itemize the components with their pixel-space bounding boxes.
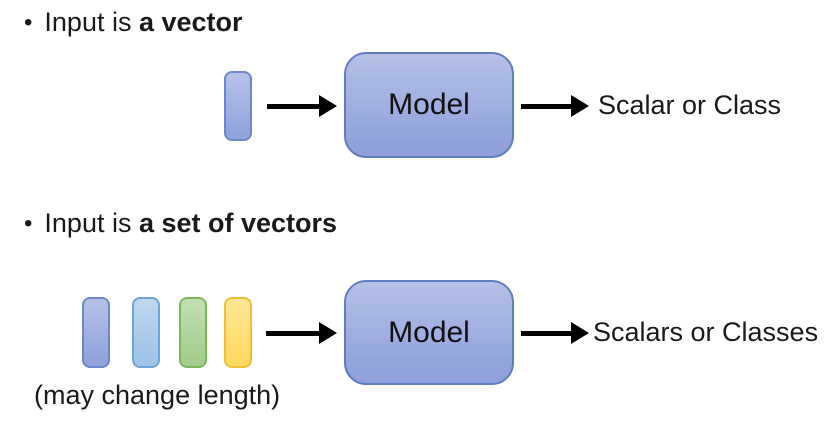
- heading-text: Input is a set of vectors: [44, 207, 337, 239]
- arrow-right-icon: [266, 322, 337, 344]
- output-label-scalars: Scalars or Classes: [593, 317, 819, 347]
- output-label-scalar: Scalar or Class: [598, 90, 782, 120]
- vector-bar-blue: [82, 297, 110, 368]
- model-label: Model: [388, 88, 470, 121]
- heading-text: Input is a vector: [44, 6, 242, 38]
- arrow-right-icon: [521, 322, 589, 344]
- heading-plain: Input is: [44, 7, 139, 37]
- heading-plain: Input is: [44, 208, 139, 238]
- bullet-icon: •: [24, 9, 33, 36]
- arrow-head: [571, 322, 589, 344]
- heading-bold: a vector: [138, 7, 243, 37]
- arrow-shaft: [521, 103, 571, 109]
- vector-bar-light-blue: [132, 297, 160, 368]
- model-box: Model: [344, 52, 514, 158]
- note-may-change-length: (may change length): [34, 380, 281, 410]
- arrow-shaft: [266, 330, 319, 336]
- arrow-shaft: [267, 103, 319, 109]
- arrow-head: [571, 95, 589, 117]
- vector-bar-blue: [224, 71, 252, 141]
- model-box: Model: [344, 280, 514, 385]
- bullet-icon: •: [24, 210, 33, 237]
- vector-bar-green: [179, 297, 207, 368]
- vector-bar-yellow: [224, 297, 252, 368]
- heading-bold: a set of vectors: [138, 208, 338, 238]
- arrow-head: [319, 322, 337, 344]
- arrow-right-icon: [521, 95, 589, 117]
- arrow-right-icon: [267, 95, 337, 117]
- arrow-shaft: [521, 330, 571, 336]
- bullet-heading-vector: • Input is a vector: [24, 6, 243, 39]
- arrow-head: [319, 95, 337, 117]
- model-label: Model: [388, 315, 470, 349]
- bullet-heading-set-of-vectors: • Input is a set of vectors: [24, 207, 337, 240]
